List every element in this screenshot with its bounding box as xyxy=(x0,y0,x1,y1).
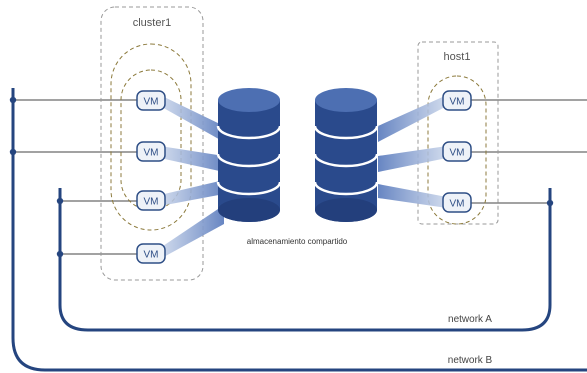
network-b-line xyxy=(11,88,587,372)
vm-box: VM xyxy=(442,192,472,213)
host-box xyxy=(417,41,499,225)
junction-dot xyxy=(9,96,17,104)
vm-box: VM xyxy=(136,90,166,111)
network-a-line xyxy=(58,188,552,332)
vm-box: VM xyxy=(136,141,166,162)
vm-box: VM xyxy=(136,243,166,264)
storage-label: almacenamiento compartido xyxy=(247,237,348,246)
vm-box: VM xyxy=(136,190,166,211)
vm-label: VM xyxy=(144,97,159,108)
vm-box: VM xyxy=(442,90,472,111)
vm-box: VM xyxy=(442,141,472,162)
vm-storage-beam xyxy=(378,184,447,208)
vm-label: VM xyxy=(144,250,159,261)
storage-cylinder-right xyxy=(313,88,379,222)
cluster-outer-oval xyxy=(110,43,192,231)
vm-label: VM xyxy=(144,148,159,159)
junction-dot xyxy=(56,250,64,258)
junction-dot xyxy=(546,199,554,207)
vm-label: VM xyxy=(450,97,465,108)
vm-storage-beam xyxy=(160,180,224,206)
vm-label: VM xyxy=(450,148,465,159)
vm-label: VM xyxy=(144,197,159,208)
host-label: host1 xyxy=(444,51,471,63)
vm-label: VM xyxy=(450,199,465,210)
vm-storage-beam xyxy=(378,95,447,142)
storage-cylinder-left xyxy=(216,88,282,222)
vm-storage-beam xyxy=(160,95,224,142)
vm-storage-beam xyxy=(160,146,224,172)
cluster-inner-oval xyxy=(120,69,182,211)
vm-storage-beam xyxy=(160,205,224,259)
cluster-label: cluster1 xyxy=(133,17,172,29)
host-oval xyxy=(427,75,487,225)
junction-dot xyxy=(9,148,17,156)
network-a-label: network A xyxy=(448,314,492,325)
vm-storage-beam xyxy=(378,146,447,172)
network-b-label: network B xyxy=(448,355,493,366)
junction-dot xyxy=(56,197,64,205)
cluster-box xyxy=(100,6,204,281)
